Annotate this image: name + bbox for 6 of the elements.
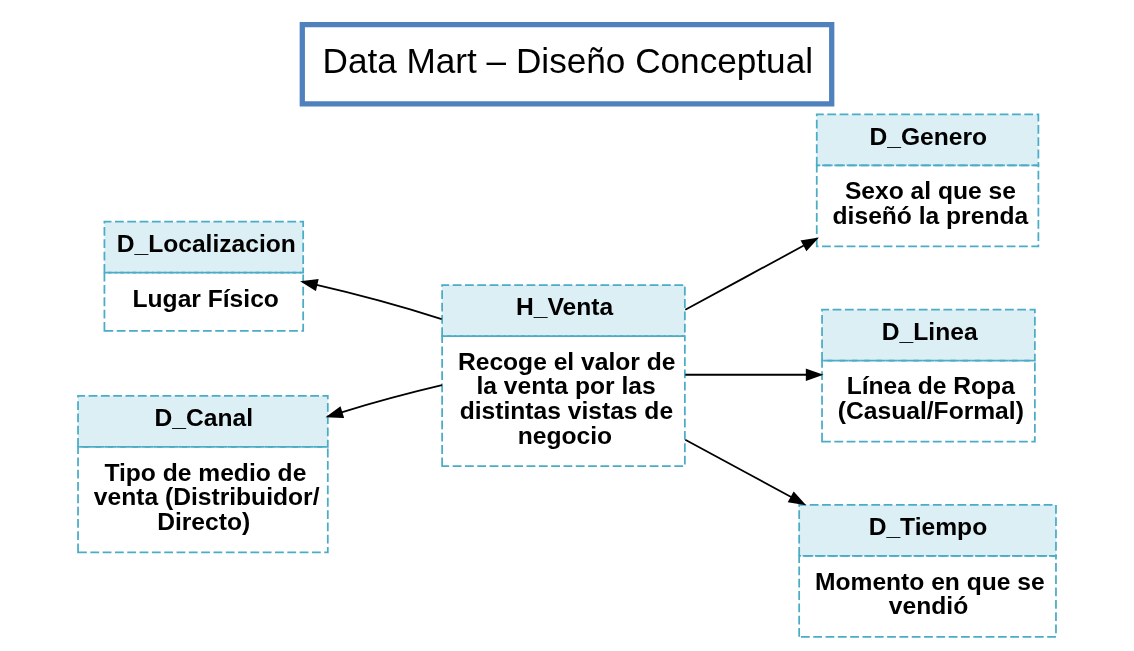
arrow: [300, 279, 443, 320]
diagram-title: Data Mart – Diseño Conceptual: [322, 41, 814, 81]
arrow: [684, 237, 819, 311]
arrow: [684, 438, 807, 506]
arrow: [325, 384, 443, 418]
arrow: [684, 368, 824, 381]
